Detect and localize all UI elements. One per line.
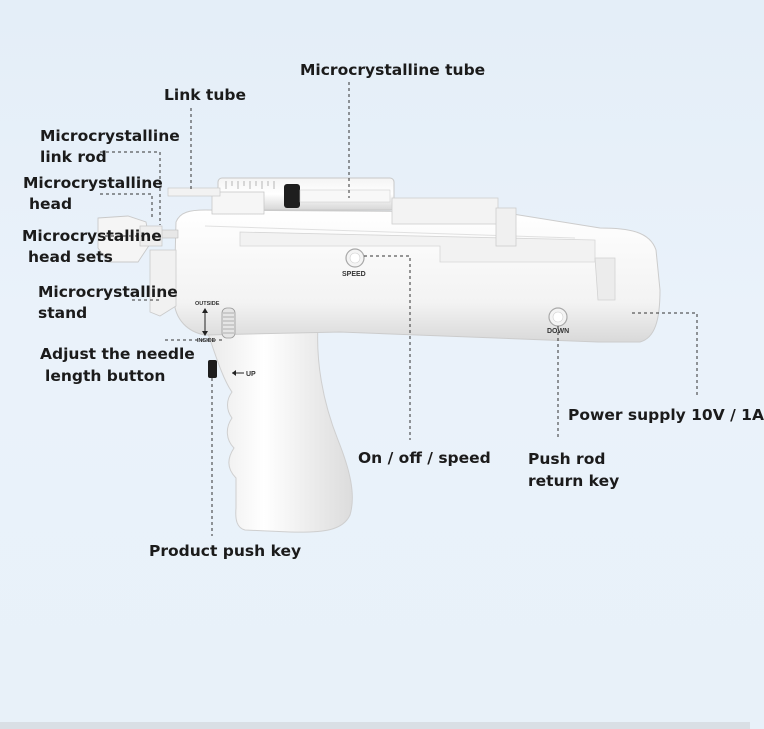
up-text: UP: [246, 371, 256, 378]
label-on-off-speed: On / off / speed: [358, 449, 491, 467]
down-text: DOWN: [547, 328, 569, 335]
label-push-rod-line2: return key: [528, 472, 620, 490]
inside-text: INSIDE: [197, 338, 216, 344]
label-link-rod-line2: link rod: [40, 148, 107, 166]
label-push-rod-line1: Push rod: [528, 450, 606, 468]
label-stand-line2: stand: [38, 304, 88, 322]
label-link-tube: Link tube: [164, 86, 246, 104]
leader-lines: [100, 82, 698, 536]
label-stand-line1: Microcrystalline: [38, 283, 178, 301]
speed-text: SPEED: [342, 271, 366, 278]
needle-length-wheel: [221, 307, 236, 339]
label-product-push-key: Product push key: [149, 542, 302, 560]
microcrystalline-head: [97, 215, 151, 263]
plunger-stopper: [284, 184, 300, 208]
label-link-rod-line1: Microcrystalline: [40, 127, 180, 145]
label-adjust-line1: Adjust the needle: [40, 345, 195, 363]
product-push-key: [208, 360, 217, 378]
main-body: [173, 209, 661, 343]
label-head-sets-line2: head sets: [28, 248, 113, 266]
label-head-sets-line1: Microcrystalline: [22, 227, 162, 245]
label-microcrystalline-tube: Microcrystalline tube: [300, 61, 486, 79]
grip: [204, 324, 353, 533]
label-power-supply: Power supply 10V / 1A: [568, 406, 764, 424]
floor-strip: [0, 722, 750, 729]
outside-text: OUTSIDE: [195, 301, 220, 307]
link-tube: [167, 187, 221, 197]
label-adjust-line2: length button: [45, 367, 166, 385]
plunger-rod: [391, 197, 499, 225]
label-head-line1: Microcrystalline: [23, 174, 163, 192]
label-head-line2: head: [29, 195, 73, 213]
